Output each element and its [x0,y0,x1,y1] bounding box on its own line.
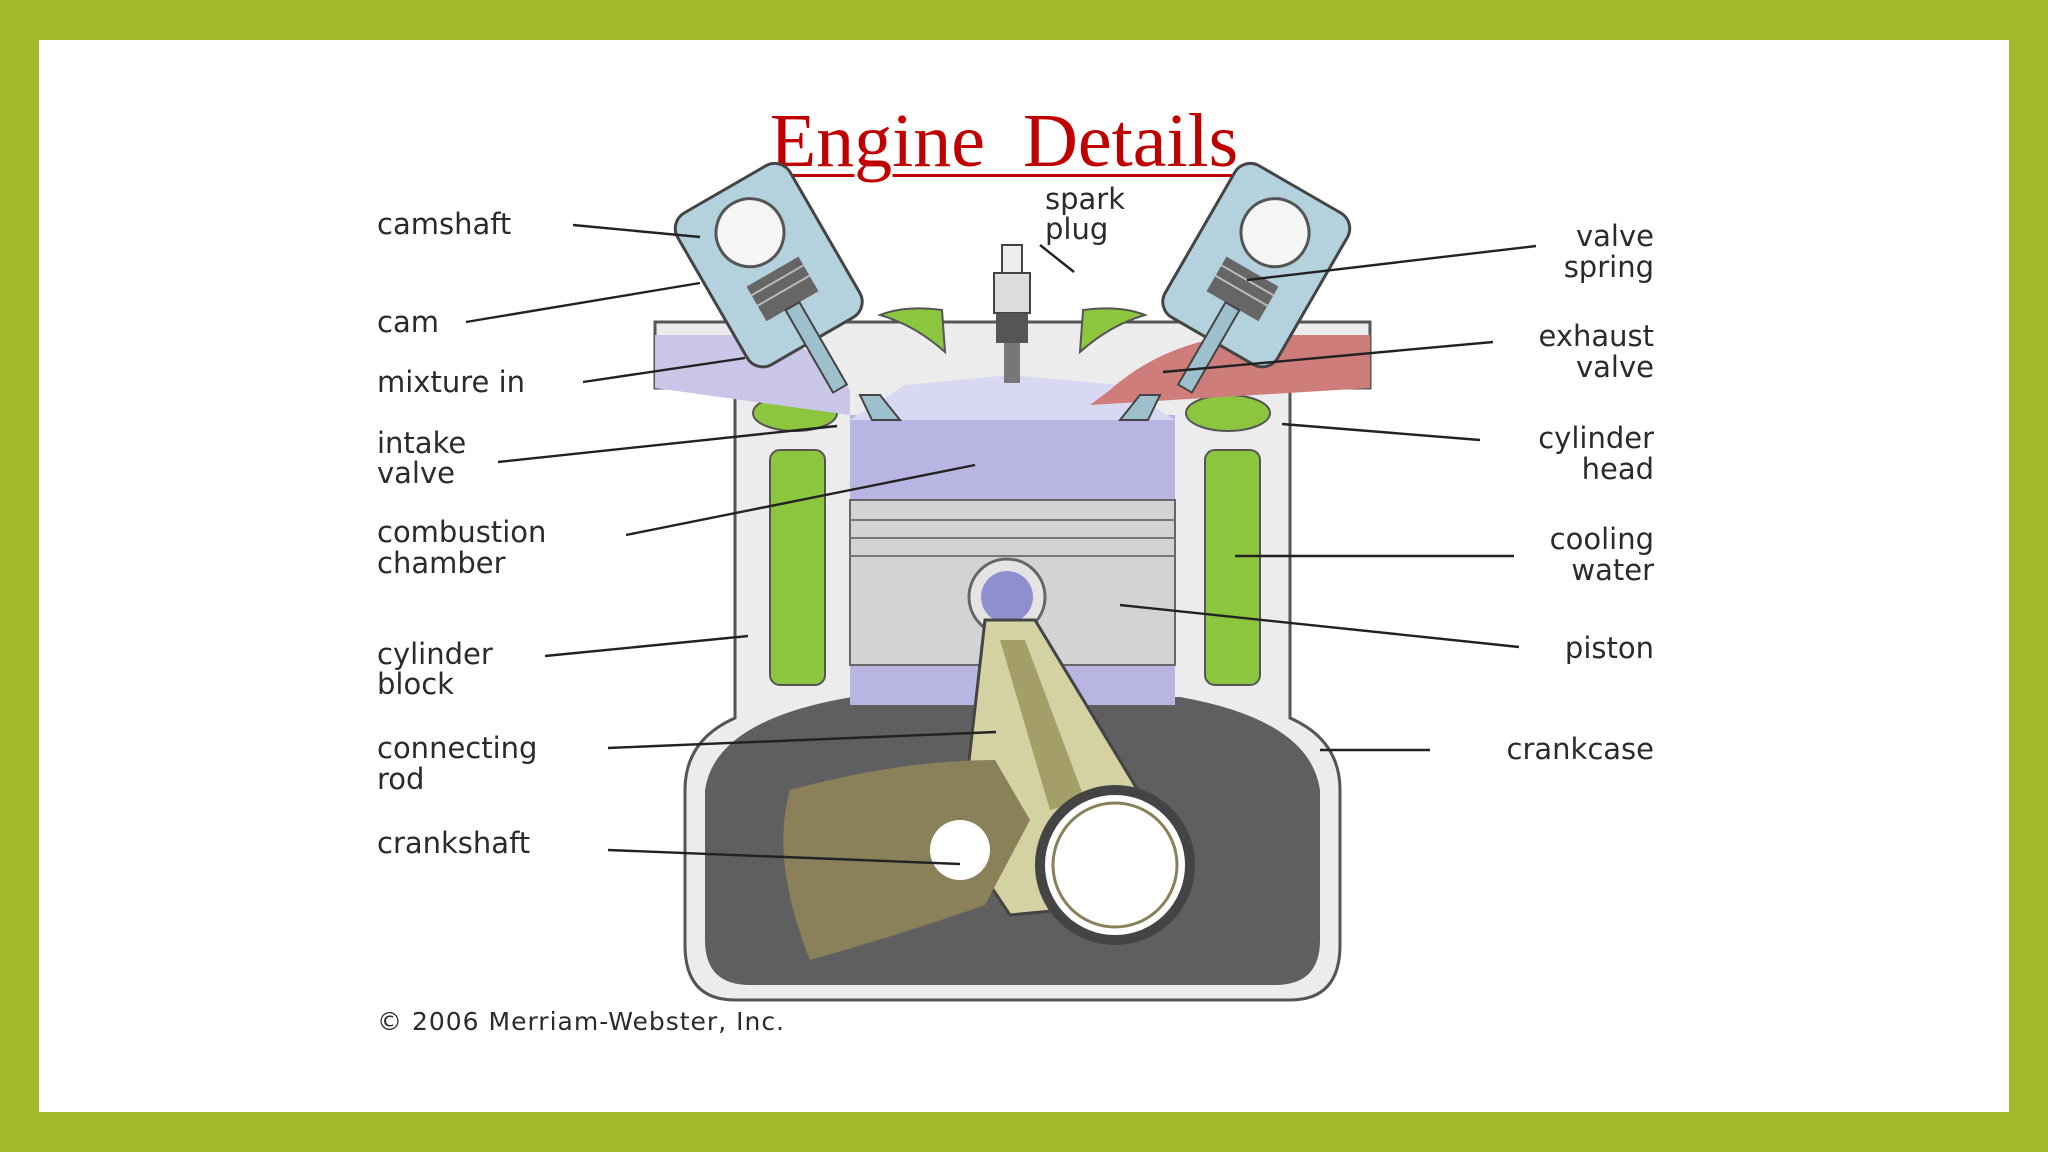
engine-illustration [653,161,1372,1002]
copyright-notice: © 2006 Merriam-Webster, Inc. [377,1007,785,1036]
label-exhaust-valve-line1: exhaust [1538,319,1654,353]
exhaust-passage [1090,335,1370,405]
label-cooling-water-line1: cooling [1550,522,1654,556]
label-cylinder-head-line1: cylinder [1538,421,1654,455]
label-valve-spring-line1: valve [1576,219,1654,253]
cooling-water-right [1204,449,1261,686]
combustion-dome [850,375,1175,420]
label-intake-valve-line2: valve [377,456,455,490]
label-cam: cam [377,305,439,339]
label-exhaust-valve-line2: valve [1576,350,1654,384]
leader-lines [465,223,1537,866]
label-piston: piston [1565,631,1654,665]
label-combustion-chamber-line2: chamber [377,546,506,580]
cooling-water-left [769,449,826,686]
page-title: Engine Details [769,99,1239,183]
label-connecting-rod-line2: rod [377,762,424,796]
label-crankcase: crankcase [1507,732,1654,766]
label-intake-valve-line1: intake [377,426,466,460]
label-combustion-chamber-line1: combustion [377,515,546,549]
label-spark-plug-line1: spark [1045,182,1125,216]
crankshaft-shape [783,760,1030,960]
label-cylinder-block-line2: block [377,667,454,701]
label-camshaft: camshaft [377,207,511,241]
intake-passage [655,335,850,415]
label-spark-plug-line2: plug [1045,212,1108,246]
label-connecting-rod-line1: connecting [377,731,537,765]
label-crankshaft: crankshaft [377,826,530,860]
label-valve-spring-line2: spring [1564,250,1654,284]
label-cylinder-head-line2: head [1582,452,1654,486]
label-cooling-water-line2: water [1571,553,1654,587]
label-mixture-in: mixture in [377,365,525,399]
exhaust-valve-shape [1117,394,1162,421]
label-cylinder-block-line1: cylinder [377,637,493,671]
intake-valve-shape [858,394,903,421]
spark-plug-shape [993,244,1031,383]
